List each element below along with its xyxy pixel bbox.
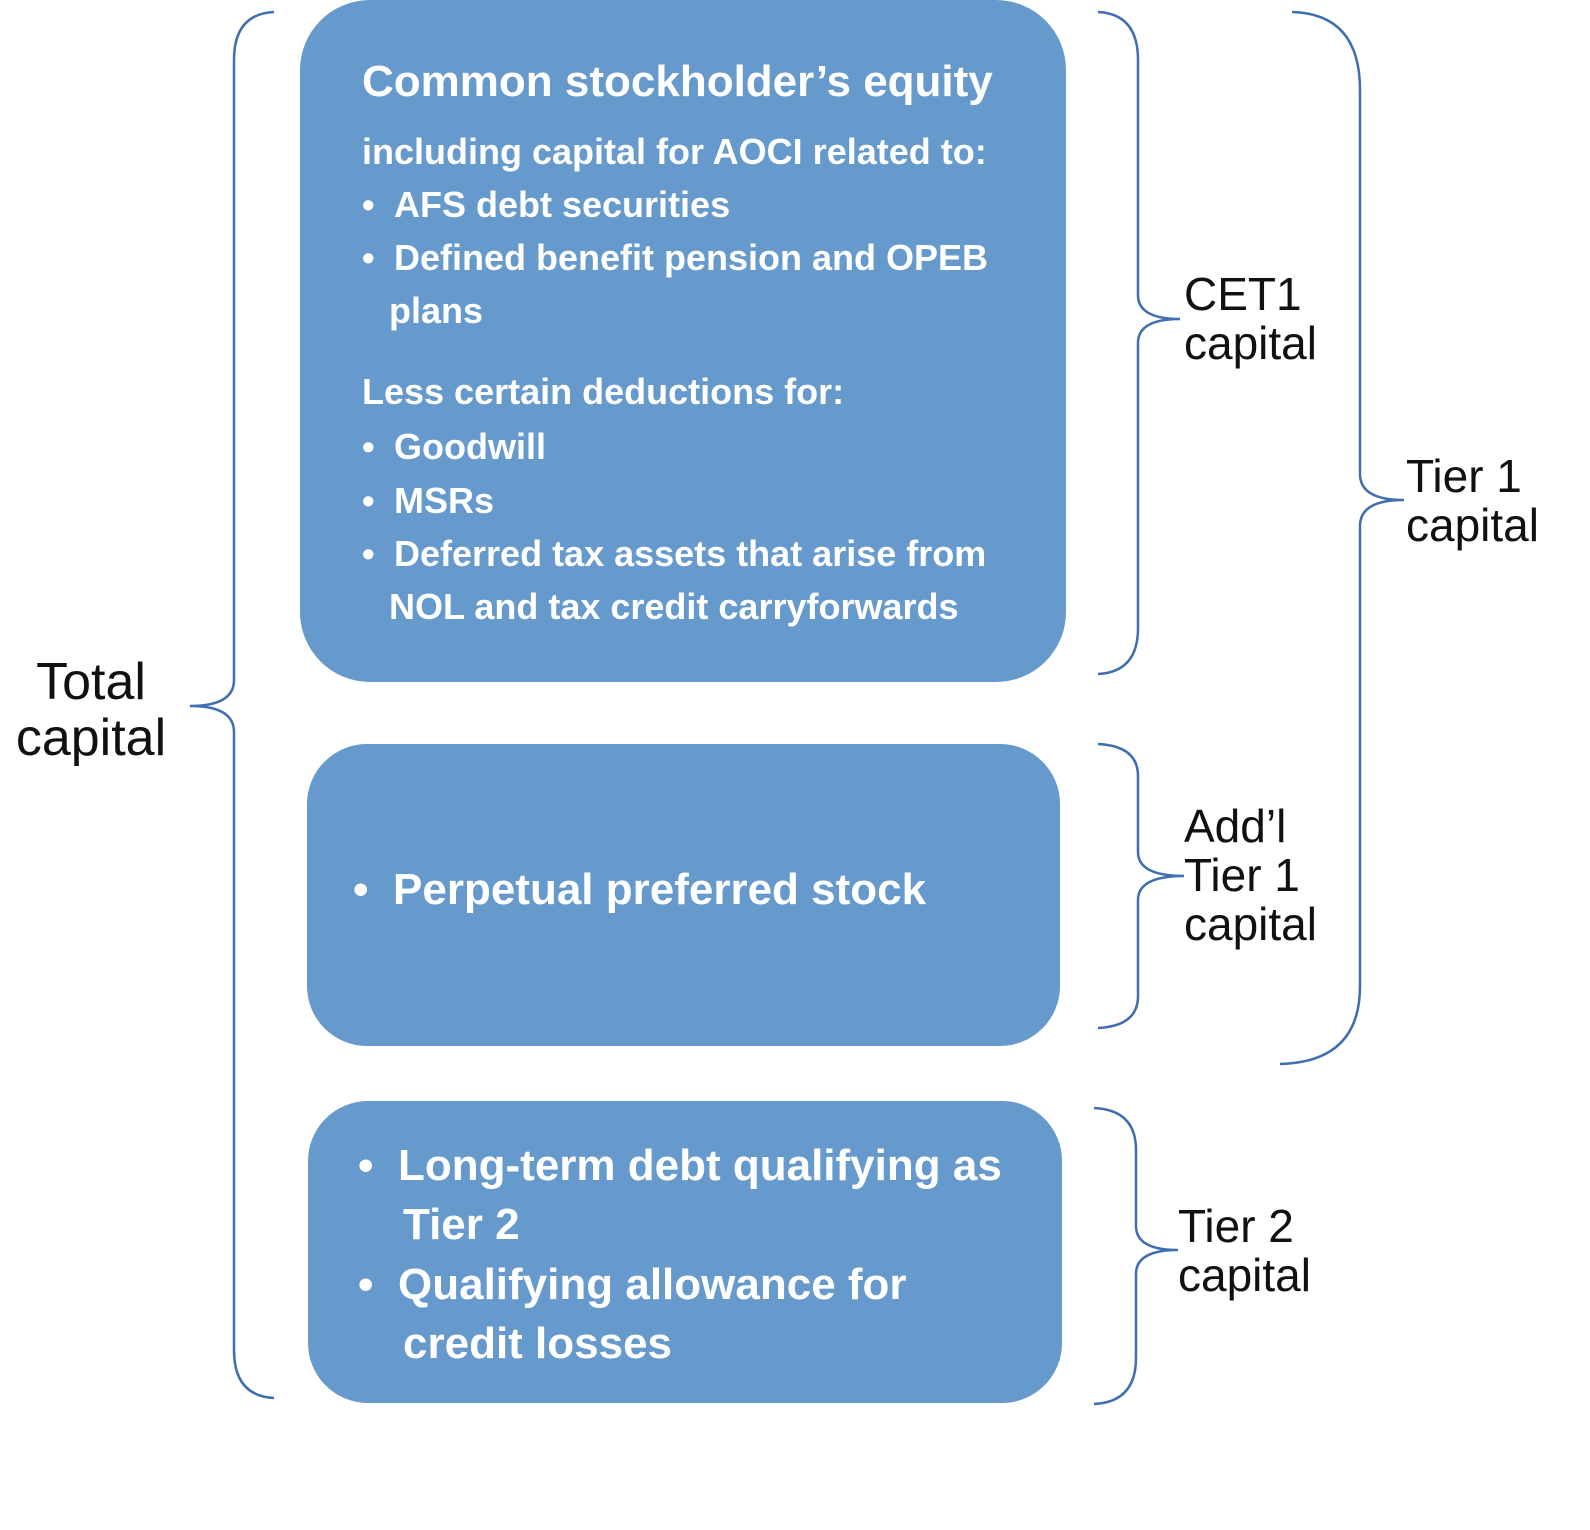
tier2-brace [1093,1106,1179,1406]
cet1-capital-label-line1: CET1 [1184,268,1302,320]
cet1-capital-label-line2: capital [1184,317,1317,369]
total-capital-label-line1: Total [36,653,146,711]
tier2-item-debt: Long-term debt qualifying as [398,1141,1002,1190]
addl-tier1-brace [1097,742,1185,1030]
bullet-icon: • [362,426,375,467]
tier2-item-allowance: Qualifying allowance for [398,1260,907,1309]
cet1-capital-label: CET1 capital [1184,270,1317,368]
deduction-item-goodwill: Goodwill [394,426,546,467]
cet1-brace [1097,10,1181,676]
tier2-capital-label-line2: capital [1178,1249,1311,1301]
bullet-icon: • [362,237,375,278]
tier1-capital-label-line1: Tier 1 [1406,450,1522,502]
tier2-item-allowance-cont: credit losses [403,1319,673,1368]
aoci-subheading: including capital for AOCI related to: [362,131,987,172]
bullet-icon: • [362,184,375,225]
addl-tier1-capital-label: Add’l Tier 1 capital [1184,802,1317,949]
bullet-icon: • [358,1141,374,1190]
bullet-icon: • [358,1260,374,1309]
bullet-icon: • [353,865,369,914]
deduction-item-msrs: MSRs [394,480,495,521]
total-capital-brace [189,10,275,1400]
addl-tier1-item-preferred: Perpetual preferred stock [393,865,927,914]
cet1-components-box: Common stockholder’s equity including ca… [300,0,1066,682]
bullet-icon: • [362,480,375,521]
aoci-item-afs: AFS debt securities [394,184,731,225]
aoci-item-pension: Defined benefit pension and OPEB [394,237,989,278]
common-equity-heading: Common stockholder’s equity [362,57,993,106]
deduction-item-dta-cont: NOL and tax credit carryforwards [389,586,959,627]
total-capital-label: Total capital [14,654,168,766]
tier2-capital-label: Tier 2 capital [1178,1202,1311,1300]
tier1-capital-label: Tier 1 capital [1406,452,1539,550]
aoci-item-pension-cont: plans [389,290,484,331]
tier2-item-debt-cont: Tier 2 [403,1200,520,1249]
deductions-heading: Less certain deductions for: [362,371,845,412]
tier2-capital-label-line1: Tier 2 [1178,1200,1294,1252]
addl-tier1-label-line3: capital [1184,898,1317,950]
tier2-components-box: • Long-term debt qualifying as Tier 2 • … [308,1101,1062,1403]
bullet-icon: • [362,533,375,574]
addl-tier1-components-box: • Perpetual preferred stock [307,744,1060,1046]
deduction-item-dta: Deferred tax assets that arise from [394,533,987,574]
total-capital-label-line2: capital [15,709,167,767]
tier1-capital-label-line2: capital [1406,499,1539,551]
addl-tier1-label-line1: Add’l [1184,800,1287,852]
tier1-brace [1279,10,1405,1066]
addl-tier1-label-line2: Tier 1 [1184,849,1300,901]
